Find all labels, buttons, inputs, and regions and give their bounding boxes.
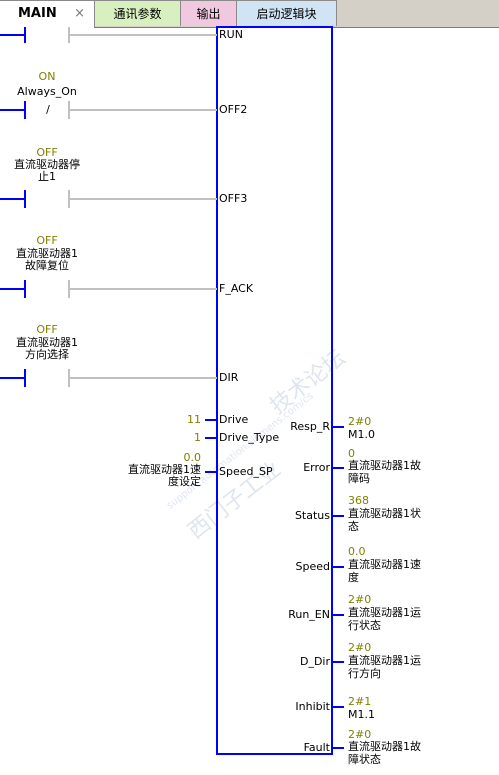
pin-label-d-dir: D_Dir <box>299 655 330 668</box>
fault-var-name-2: 障状态 <box>348 753 381 766</box>
tab-output-label: 输出 <box>196 7 221 21</box>
inhibit-var-name: M1.1 <box>348 708 375 721</box>
speed-sp-var-name-1: 直流驱动器1速 <box>128 463 201 476</box>
speed-sp-var-name-2: 度设定 <box>168 475 201 488</box>
contact-direction-label-2: 方向选择 <box>25 348 69 361</box>
tab-comm-params[interactable]: 通讯参数 <box>95 0 181 26</box>
status-var-name-2: 态 <box>348 520 359 533</box>
contact-fault-reset-label-2: 故障复位 <box>25 259 69 272</box>
drive-value: 11 <box>187 413 201 426</box>
tab-main-label: MAIN <box>18 6 57 21</box>
contact-stop-state: OFF <box>36 146 58 159</box>
function-block-box[interactable] <box>216 26 333 755</box>
pin-label-run: RUN <box>219 28 243 41</box>
error-var-name-2: 障码 <box>348 472 370 485</box>
pin-label-resp-r: Resp_R <box>290 420 330 433</box>
resp-r-var-name: M1.0 <box>348 428 375 441</box>
drive-type-value: 1 <box>194 431 201 444</box>
pin-label-speed: Speed <box>295 560 330 573</box>
contact-stop-label-2: 止1 <box>38 170 56 183</box>
tab-main[interactable]: MAIN × <box>0 0 95 28</box>
contact-stop-label-1: 直流驱动器停 <box>14 158 80 171</box>
pin-label-speed-sp: Speed_SP <box>219 465 273 478</box>
fault-value: 2#0 <box>348 728 372 741</box>
pin-label-fault: Fault <box>303 741 330 754</box>
speed-var-name-2: 度 <box>348 571 359 584</box>
resp-r-value: 2#0 <box>348 415 372 428</box>
contact-always-on-state: ON <box>38 70 56 83</box>
d-dir-var-name-1: 直流驱动器1运 <box>348 654 421 667</box>
contact-nc-symbol: / <box>46 103 50 116</box>
inhibit-value: 2#1 <box>348 695 372 708</box>
fault-var-name-1: 直流驱动器1故 <box>348 740 421 753</box>
status-var-name-1: 直流驱动器1状 <box>348 507 421 520</box>
error-value: 0 <box>348 447 355 460</box>
contact-fault-reset-label-1: 直流驱动器1 <box>16 247 78 260</box>
contact-always-on-label: Always_On <box>17 85 77 98</box>
status-value: 368 <box>348 494 369 507</box>
tab-bar: MAIN × 通讯参数 输出 启动逻辑块 <box>0 0 499 28</box>
pin-label-f-ack: F_ACK <box>219 282 254 295</box>
error-var-name-1: 直流驱动器1故 <box>348 459 421 472</box>
tab-start-logic-label: 启动逻辑块 <box>256 7 317 21</box>
pin-label-off3: OFF3 <box>219 192 248 205</box>
pin-label-error: Error <box>303 461 330 474</box>
pin-label-inhibit: Inhibit <box>295 700 330 713</box>
contact-direction-state: OFF <box>36 323 58 336</box>
tab-output[interactable]: 输出 <box>181 0 237 26</box>
speed-var-name-1: 直流驱动器1速 <box>348 558 421 571</box>
run-en-value: 2#0 <box>348 593 372 606</box>
tab-start-logic[interactable]: 启动逻辑块 <box>237 0 337 26</box>
pin-label-run-en: Run_EN <box>288 608 330 621</box>
d-dir-value: 2#0 <box>348 641 372 654</box>
d-dir-var-name-2: 行方向 <box>348 667 381 680</box>
pin-label-dir: DIR <box>219 371 239 384</box>
pin-label-status: Status <box>294 509 330 522</box>
run-en-var-name-1: 直流驱动器1运 <box>348 606 421 619</box>
pin-label-drive-type: Drive_Type <box>219 431 280 444</box>
close-icon[interactable]: × <box>74 6 85 21</box>
speed-sp-value: 0.0 <box>183 451 202 464</box>
pin-label-drive: Drive <box>219 413 249 426</box>
tab-comm-params-label: 通讯参数 <box>113 7 162 21</box>
run-en-var-name-2: 行状态 <box>348 619 381 632</box>
speed-value: 0.0 <box>348 545 366 558</box>
contact-fault-reset-state: OFF <box>36 234 58 247</box>
contact-direction-label-1: 直流驱动器1 <box>16 336 78 349</box>
pin-label-off2: OFF2 <box>219 103 248 116</box>
